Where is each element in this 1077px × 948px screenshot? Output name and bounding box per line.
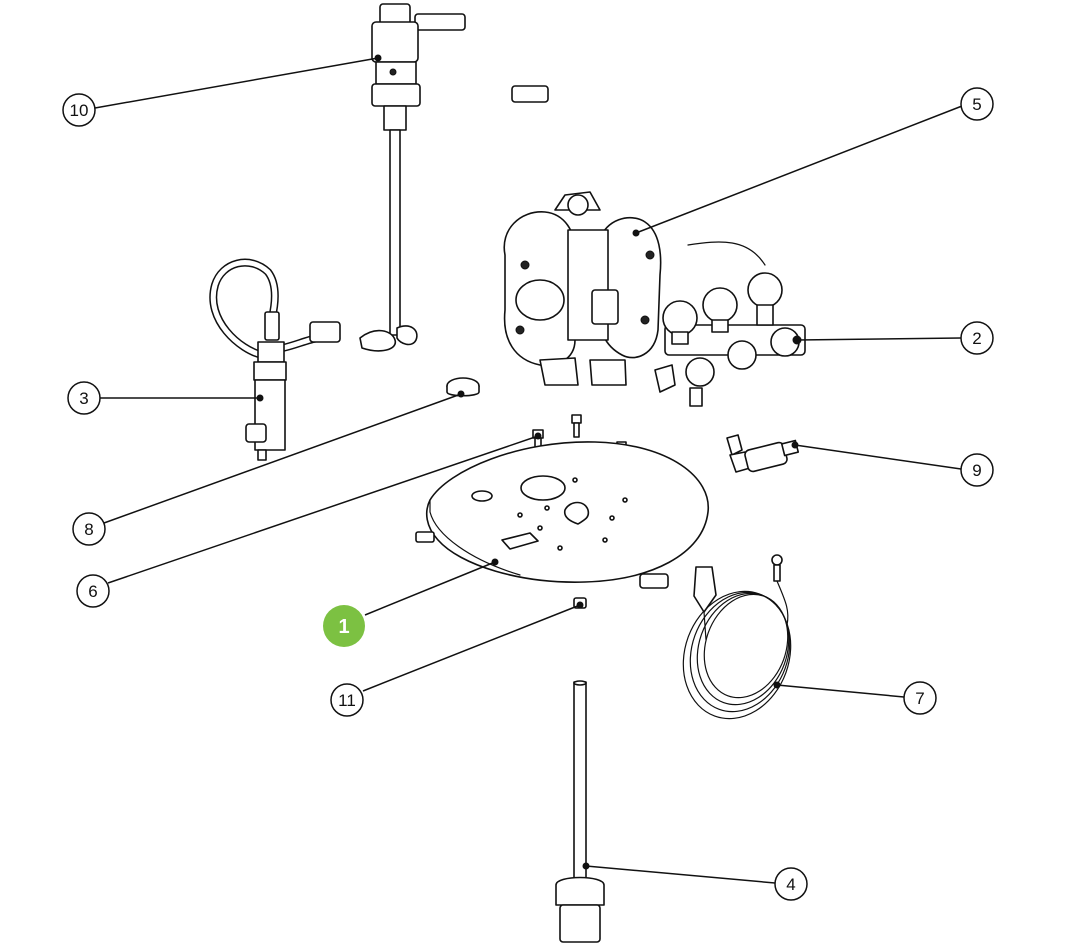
callout-9[interactable]: 9 (960, 453, 994, 487)
suction-tube-icon (555, 680, 605, 943)
callout-6[interactable]: 6 (76, 574, 110, 608)
callout-label: 2 (972, 329, 981, 348)
callout-3[interactable]: 3 (67, 381, 101, 415)
callout-label: 10 (70, 101, 89, 120)
callout-label: 8 (84, 520, 93, 539)
callout-label: 9 (972, 461, 981, 480)
leader-dot-2 (793, 336, 801, 344)
diaphragm-pump-icon (503, 191, 662, 386)
leader-dot-5 (632, 229, 640, 237)
cap-icon (446, 377, 480, 397)
leader-line-7 (776, 684, 905, 698)
leader-line-4 (585, 865, 776, 884)
leader-dot-4 (582, 862, 590, 870)
callout-5[interactable]: 5 (960, 87, 994, 121)
mixer-icon (359, 3, 606, 352)
callout-8[interactable]: 8 (72, 512, 106, 546)
quick-coupler-icon (726, 434, 800, 473)
callout-10[interactable]: 10 (62, 93, 96, 127)
callout-label: 5 (972, 95, 981, 114)
leader-dot-8 (457, 390, 465, 398)
callout-2[interactable]: 2 (960, 321, 994, 355)
leader-dot-10 (374, 54, 382, 62)
callout-1-active[interactable]: 1 (323, 605, 365, 647)
leader-line-6 (107, 435, 539, 584)
callout-label: 11 (338, 691, 356, 710)
leader-dot-9 (791, 441, 799, 449)
leader-line-9 (794, 444, 962, 470)
callout-label: 6 (88, 582, 97, 601)
gauge-manifold-icon (654, 241, 806, 407)
callout-label: 3 (79, 389, 88, 408)
leader-line-2 (796, 337, 962, 341)
leader-line-1 (364, 561, 496, 616)
leader-line-8 (103, 393, 462, 524)
callout-7[interactable]: 7 (903, 681, 937, 715)
mounting-plate-icon (415, 441, 709, 589)
leader-line-10 (94, 57, 379, 109)
ground-wire-icon (682, 554, 792, 720)
leader-line-5 (635, 105, 963, 234)
callout-label: 7 (915, 689, 924, 708)
callout-label: 1 (338, 616, 349, 638)
valve-hose-icon (209, 258, 341, 461)
leader-line-11 (362, 604, 581, 692)
leader-dot-6 (534, 432, 542, 440)
leader-dot-7 (773, 681, 781, 689)
callout-11[interactable]: 11 (330, 683, 364, 717)
callout-4[interactable]: 4 (774, 867, 808, 901)
leader-dot-1 (491, 558, 499, 566)
leader-dot-11 (576, 601, 584, 609)
callout-label: 4 (786, 875, 795, 894)
leader-dot-3 (256, 394, 264, 402)
